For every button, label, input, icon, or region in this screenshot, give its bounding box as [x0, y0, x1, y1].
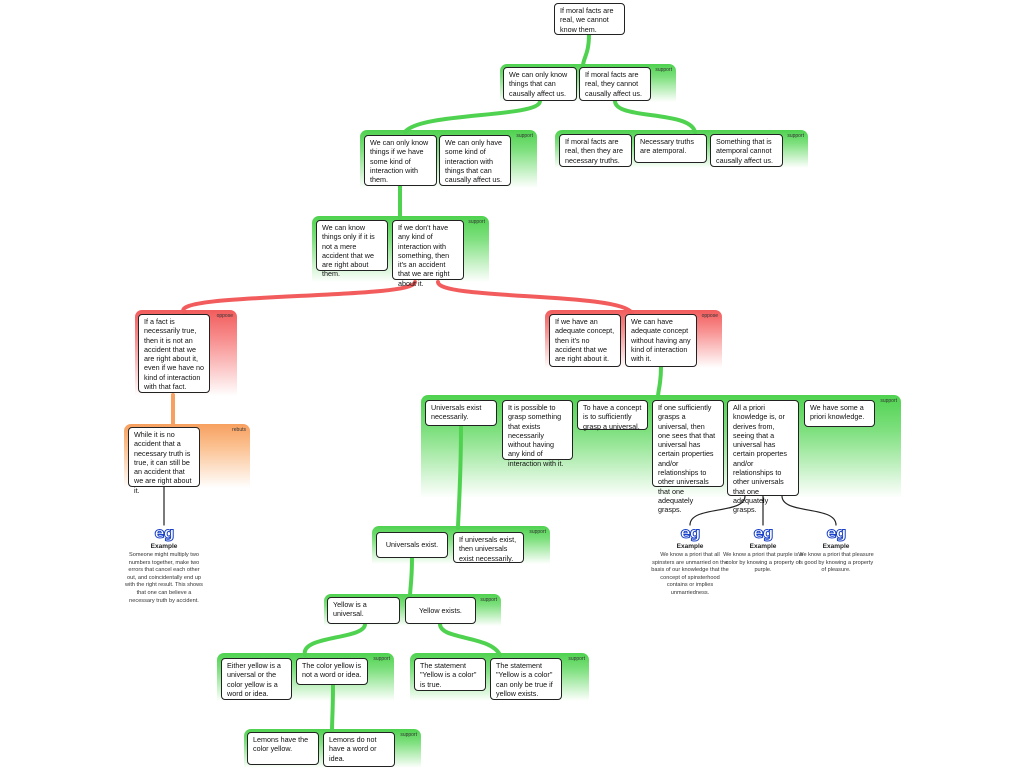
example-node[interactable]: eg Example Someone might multiply two nu… — [124, 524, 204, 605]
objection-box[interactable]: If a fact is necessarily true, then it i… — [138, 314, 210, 393]
example-node[interactable]: eg Example We know a priori that all spi… — [650, 524, 730, 598]
oppose-tag: oppose — [216, 313, 233, 319]
claim-box[interactable]: We can only have some kind of interactio… — [439, 135, 511, 186]
support-tag: support — [568, 656, 585, 662]
example-node[interactable]: eg Example We know a priori that purple … — [723, 524, 803, 575]
rebuttal-box[interactable]: While it is no accident that a necessary… — [128, 427, 200, 495]
support-tag: support — [529, 529, 546, 535]
example-eg-icon: eg — [826, 524, 847, 542]
support-tag: support — [400, 732, 417, 738]
claim-box[interactable]: The color yellow is not a word or idea. — [296, 658, 368, 685]
claim-box[interactable]: If one sufficiently grasps a universal, … — [652, 400, 724, 514]
claim-box[interactable]: Yellow exists. — [405, 597, 476, 624]
support-tag: support — [373, 656, 390, 662]
support-tag: support — [480, 597, 497, 603]
claim-box[interactable]: To have a concept is to sufficiently gra… — [577, 400, 648, 431]
rebuts-tag: rebuts — [232, 427, 246, 433]
claim-box[interactable]: If universals exist, then universals exi… — [453, 532, 524, 563]
claim-box[interactable]: If moral facts are real, they cannot cau… — [579, 67, 651, 101]
support-tag: support — [516, 133, 533, 139]
claim-box[interactable]: The statement "Yellow is a color" is tru… — [414, 658, 486, 691]
objection-box[interactable]: If we have an adequate concept, then it'… — [549, 314, 621, 367]
example-text: Someone might multiply two numbers toget… — [125, 552, 203, 604]
example-title: Example — [822, 543, 850, 550]
example-node[interactable]: eg Example We know a priori that pleasur… — [796, 524, 876, 575]
claim-box[interactable]: Lemons do not have a word or idea. — [323, 732, 395, 767]
claim-box[interactable]: We can only know things if we have some … — [364, 135, 437, 186]
claim-box[interactable]: Something that is atemporal cannot causa… — [710, 134, 783, 167]
claim-box[interactable]: We can only know things that can causall… — [503, 67, 577, 101]
claim-box[interactable]: We have some a priori knowledge. — [804, 400, 875, 427]
claim-box[interactable]: Yellow is a universal. — [327, 597, 400, 624]
example-title: Example — [749, 543, 777, 550]
claim-box[interactable]: We can know things only if it is not a m… — [316, 220, 388, 278]
example-text: We know a priori that purple is a color … — [723, 552, 803, 574]
claim-box[interactable]: Lemons have the color yellow. — [247, 732, 319, 765]
oppose-tag: oppose — [701, 313, 718, 319]
claim-box[interactable]: If moral facts are real, then they are n… — [559, 134, 632, 167]
example-text: We know a priori that all spinsters are … — [651, 552, 729, 596]
claim-box[interactable]: It is possible to grasp something that e… — [502, 400, 573, 468]
claim-box[interactable]: The statement "Yellow is a color" can on… — [490, 658, 562, 700]
support-tag: support — [787, 133, 804, 139]
claim-box[interactable]: If we don't have any kind of interaction… — [392, 220, 464, 288]
example-title: Example — [150, 543, 178, 550]
claim-box[interactable]: Necessary truths are atemporal. — [634, 134, 707, 163]
example-title: Example — [676, 543, 704, 550]
example-eg-icon: eg — [680, 524, 701, 542]
claim-box[interactable]: Universals exist. — [376, 532, 448, 558]
claim-box[interactable]: Either yellow is a universal or the colo… — [221, 658, 292, 700]
example-text: We know a priori that pleasure is good b… — [798, 552, 874, 574]
support-tag: support — [655, 67, 672, 73]
support-tag: support — [880, 398, 897, 404]
support-tag: support — [468, 219, 485, 225]
objection-box[interactable]: We can have adequate concept without hav… — [625, 314, 697, 367]
claim-box[interactable]: All a priori knowledge is, or derives fr… — [727, 400, 799, 514]
example-eg-icon: eg — [154, 524, 175, 542]
claim-box[interactable]: Universals exist necessarily. — [425, 400, 497, 426]
claim-root[interactable]: If moral facts are real, we cannot know … — [554, 3, 625, 35]
example-eg-icon: eg — [753, 524, 774, 542]
